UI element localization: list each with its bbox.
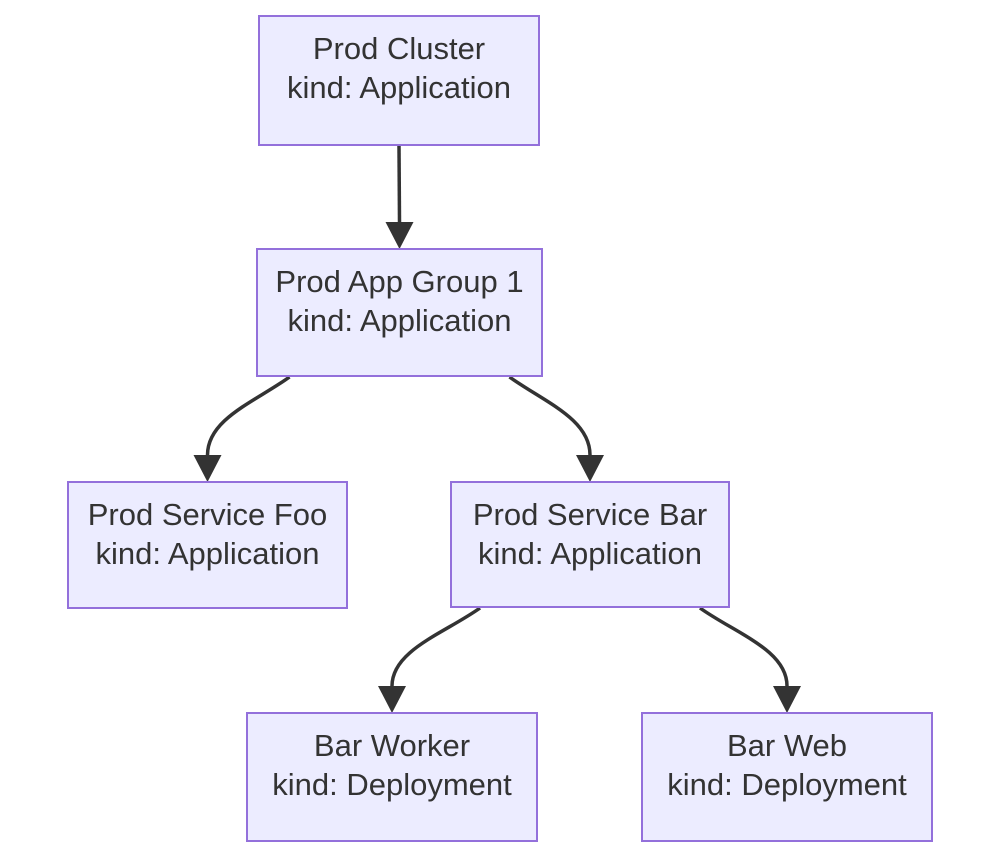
edge-prod-service-bar-to-bar-web: [698, 606, 789, 687]
node-bar-web: Bar Web kind: Deployment: [641, 712, 933, 842]
node-prod-cluster: Prod Cluster kind: Application: [258, 15, 540, 146]
node-kind: kind: Application: [477, 536, 703, 571]
arrowhead-icon: [385, 222, 414, 249]
node-title: Bar Web: [726, 728, 848, 763]
arrowhead-icon: [773, 686, 801, 713]
node-kind: kind: Application: [286, 70, 512, 105]
edge-prod-cluster-to-prod-app-group-1: [397, 145, 402, 223]
node-kind: kind: Deployment: [272, 767, 512, 802]
node-prod-service-bar: Prod Service Bar kind: Application: [450, 481, 730, 608]
edge-prod-app-group-1-to-prod-service-bar: [508, 375, 592, 456]
arrowhead-icon: [576, 455, 604, 482]
node-prod-service-foo: Prod Service Foo kind: Application: [67, 481, 348, 609]
node-kind: kind: Application: [287, 303, 512, 338]
node-title: Prod App Group 1: [275, 264, 524, 299]
node-title: Prod Service Bar: [472, 497, 708, 532]
edge-prod-app-group-1-to-prod-service-foo: [205, 375, 291, 456]
arrowhead-icon: [193, 455, 222, 482]
node-title: Bar Worker: [313, 728, 471, 763]
edge-prod-service-bar-to-bar-worker: [390, 606, 482, 687]
node-title: Prod Service Foo: [87, 497, 328, 532]
node-kind: kind: Deployment: [667, 767, 907, 802]
node-bar-worker: Bar Worker kind: Deployment: [246, 712, 538, 842]
node-prod-app-group-1: Prod App Group 1 kind: Application: [256, 248, 543, 377]
node-kind: kind: Application: [95, 536, 320, 571]
node-title: Prod Cluster: [312, 31, 486, 66]
arrowhead-icon: [378, 686, 406, 713]
